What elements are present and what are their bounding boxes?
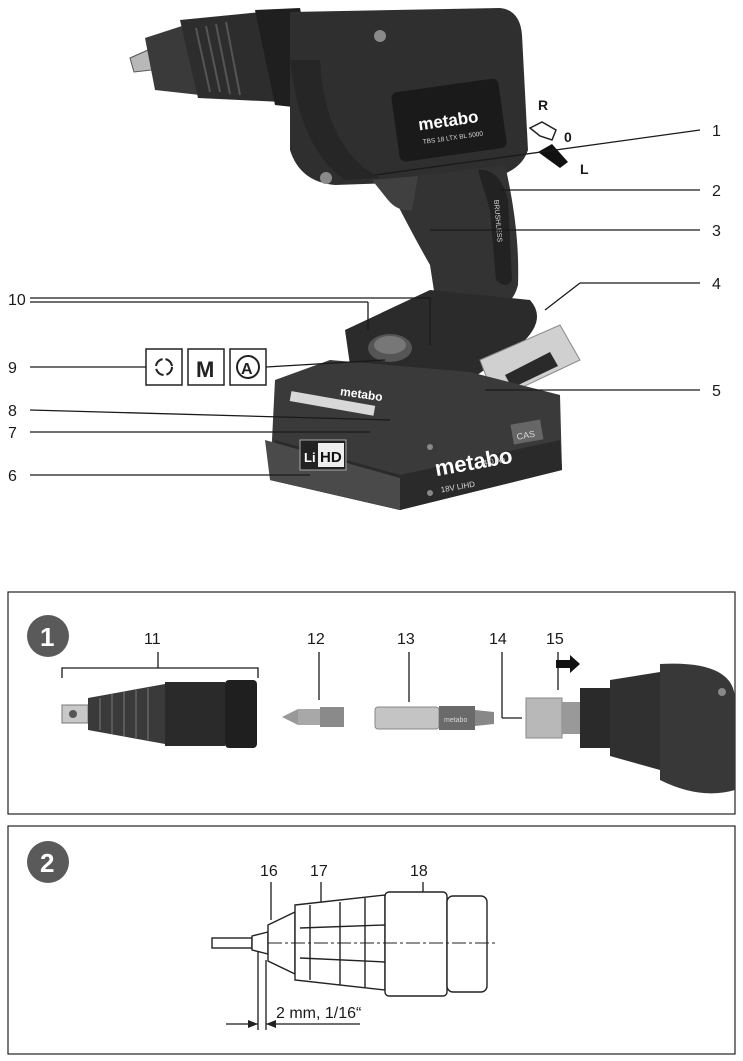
led-indicator (289, 391, 376, 416)
label-17: 17 (310, 863, 328, 880)
label-14: 14 (489, 631, 507, 648)
callout-9: 9 (8, 360, 17, 377)
callout-7: 7 (8, 425, 17, 442)
auto-mode-icon (236, 355, 260, 379)
label-12: 12 (307, 631, 325, 648)
dimension-label: 2 mm, 1/16“ (276, 1005, 361, 1022)
svg-text:1: 1 (40, 622, 54, 652)
rotation-direction-indicator: R 0 L (528, 97, 589, 177)
callout-1: 1 (712, 123, 721, 140)
screw-head (374, 30, 386, 42)
callout-3: 3 (712, 223, 721, 240)
depth-dimension: 2 mm, 1/16“ (226, 952, 361, 1030)
manual-mode-label: M (196, 357, 214, 382)
locking-sleeve (525, 697, 580, 739)
callout-8: 8 (8, 403, 17, 420)
handle (385, 165, 519, 330)
screwdriver-bit (282, 707, 344, 727)
continuous-mode-icon (155, 358, 173, 376)
callout-leaders (29, 129, 701, 476)
battery-capacity: 4.0 Ah (482, 455, 506, 468)
callout-6: 6 (8, 468, 17, 485)
svg-text:2: 2 (40, 848, 54, 878)
svg-text:R: R (538, 97, 548, 113)
svg-text:HD: HD (320, 449, 342, 466)
label-16: 16 (260, 863, 278, 880)
mode-manual-box (187, 348, 225, 386)
panel-2: 2 16 17 18 (7, 825, 736, 1055)
svg-text:A: A (241, 361, 253, 378)
callout-5: 5 (712, 383, 721, 400)
battery-pack: metabo Li HD metabo 4.0 Ah 18V LIHD CAS (265, 360, 562, 510)
callout-4: 4 (712, 276, 721, 293)
tool-nose (580, 663, 735, 794)
label-15: 15 (546, 631, 564, 648)
panel-1-badge: 1 (27, 615, 69, 657)
screw-head (320, 172, 332, 184)
callout-2: 2 (712, 183, 721, 200)
svg-text:metabo: metabo (444, 717, 467, 724)
svg-text:Li: Li (304, 450, 316, 465)
depth-stop (61, 680, 257, 748)
panel-2-badge: 2 (27, 841, 69, 883)
trigger-switch[interactable] (372, 176, 418, 211)
svg-text:L: L (580, 161, 589, 177)
lihd-logo: Li HD (299, 439, 347, 471)
pull-direction-arrow (556, 655, 580, 673)
callout-10: 10 (8, 292, 26, 309)
brushless-label: BRUSHLESS (492, 200, 503, 243)
svg-text:0: 0 (564, 129, 572, 145)
mode-continuous-box (145, 348, 183, 386)
mode-icons: M A (145, 348, 267, 386)
cas-badge (510, 419, 544, 445)
panel-1: 1 11 12 13 14 15 (7, 591, 736, 815)
label-18: 18 (410, 863, 428, 880)
bit-holder: metabo (374, 706, 494, 730)
label-11: 11 (144, 631, 161, 648)
drywall-screwdriver-illustration: metabo TBS 18 LTX BL 5000 BRUSHLESS meta… (129, 8, 589, 510)
svg-text:CAS: CAS (516, 429, 536, 442)
callout-numbers: 1 2 3 4 5 6 7 8 9 10 (8, 123, 721, 485)
battery-brand-top: metabo (339, 384, 383, 404)
label-13: 13 (397, 631, 415, 648)
